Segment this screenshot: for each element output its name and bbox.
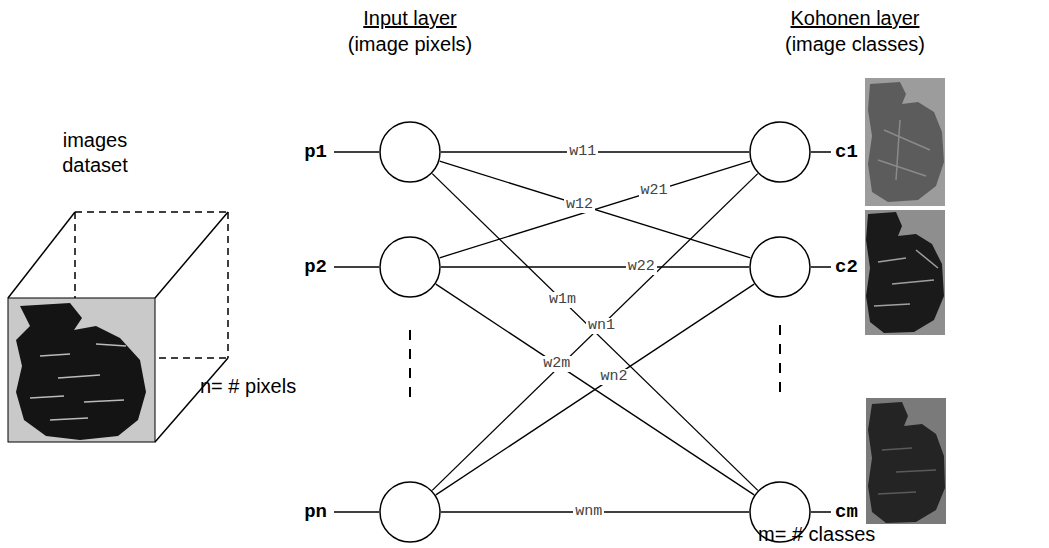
input-neuron: pn: [379, 481, 441, 543]
input-neuron: p1: [379, 121, 441, 183]
neuron-circle: [749, 121, 811, 183]
neuron-circle: [750, 122, 810, 182]
class-image: [865, 210, 945, 335]
class-output-label: c2: [835, 256, 858, 278]
class-image: [865, 78, 945, 206]
weight-connection: [436, 284, 754, 495]
neuron-circle: [750, 237, 810, 297]
neuron-circle: [380, 122, 440, 182]
pixel-input-label: p1: [304, 141, 327, 163]
count-note: n= # pixels: [200, 374, 360, 399]
pixel-input-label: p2: [304, 256, 327, 278]
neuron-circle: [379, 121, 441, 183]
weight-label: w11: [567, 144, 598, 160]
io-stub: [334, 152, 831, 512]
weight-label: wn1: [586, 318, 617, 334]
input-neuron: p2: [379, 236, 441, 298]
neuron-circle: [380, 482, 440, 542]
weight-label: wn2: [599, 369, 630, 385]
layer-subtitle: (image pixels): [310, 32, 510, 57]
weight-label: wnm: [573, 504, 604, 520]
kohonen-neuron: c2: [749, 236, 811, 298]
layer-subtitle: (image classes): [745, 32, 965, 57]
weight-connection: [436, 284, 754, 495]
weight-label: w1m: [547, 292, 578, 308]
weight-connection: [432, 174, 758, 491]
class-output-label: c1: [835, 141, 858, 163]
class-image: [866, 398, 946, 524]
dataset-cube: [8, 212, 228, 442]
neuron-circle: [380, 237, 440, 297]
class-output-label: cm: [835, 501, 858, 523]
weight-connection: [440, 161, 751, 258]
weight-connection: [440, 161, 751, 258]
layer-title: Input layer: [310, 6, 510, 31]
dataset-image: [8, 298, 155, 442]
weight-label: w22: [626, 259, 657, 275]
neuron-circle: [749, 236, 811, 298]
weight-label: w2m: [541, 356, 572, 372]
weight-label: w12: [564, 197, 595, 213]
neuron-circle: [379, 236, 441, 298]
kohonen-neuron: c1: [749, 121, 811, 183]
dataset-label: images dataset: [40, 128, 150, 178]
weight-connection: [441, 266, 749, 267]
pixel-input-label: pn: [304, 501, 327, 523]
count-note: m= # classes: [758, 522, 888, 547]
neuron-circle: [379, 481, 441, 543]
layer-title: Kohonen layer: [745, 6, 965, 31]
weight-label: w21: [639, 183, 670, 199]
weight-connection: [432, 174, 758, 491]
